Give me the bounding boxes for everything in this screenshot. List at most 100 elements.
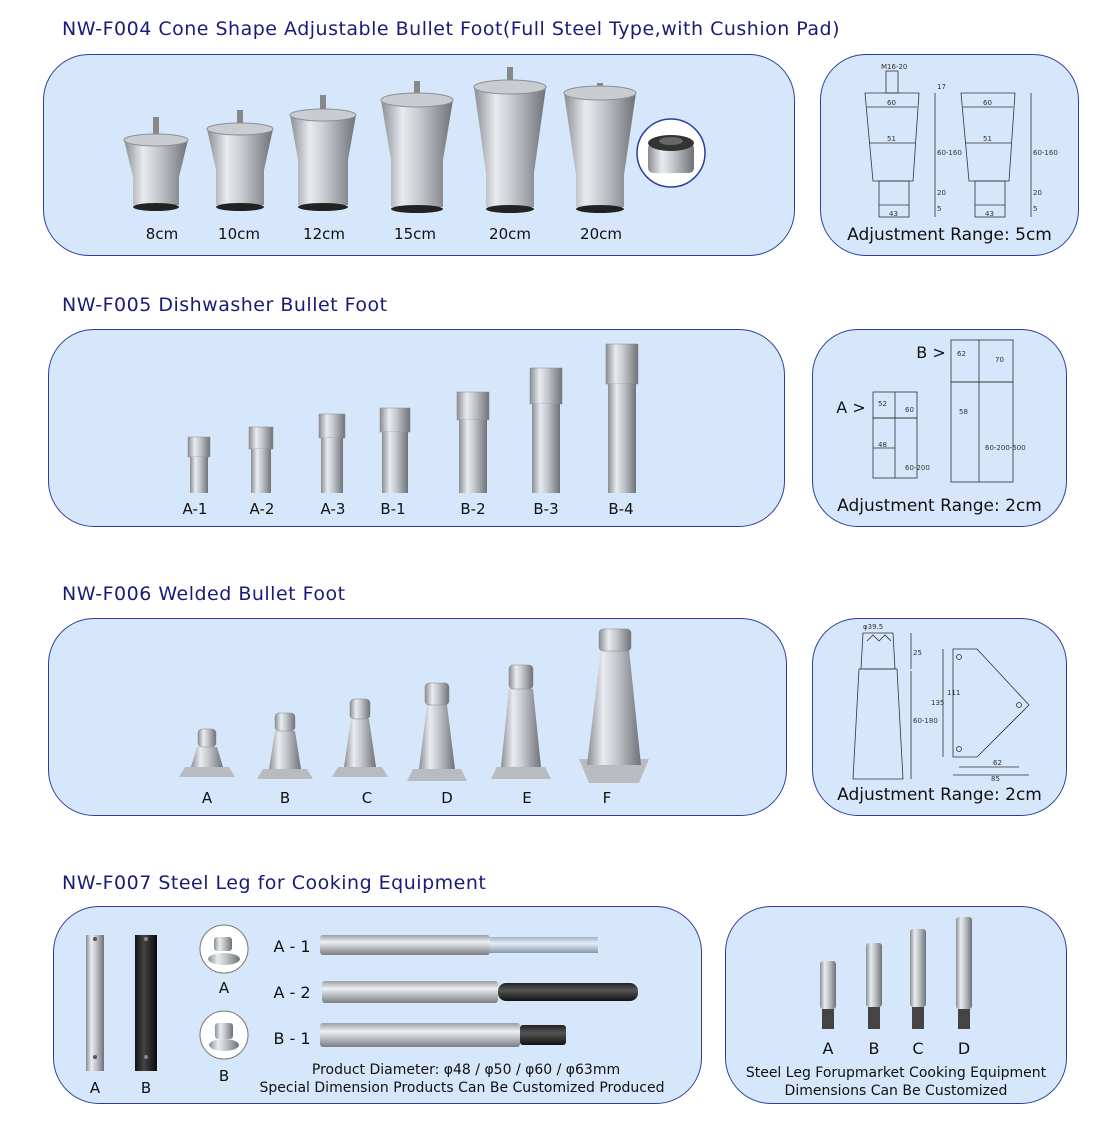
- product-diameter-note: Product Diameter: φ48 / φ50 / φ60 / φ63m…: [311, 1062, 621, 1078]
- dim: 20: [1033, 189, 1042, 197]
- adjustment-range-caption: Adjustment Range: 2cm: [837, 496, 1042, 516]
- f007-right-panel: A B C D Steel Leg Forupmarket Cooking Eq…: [725, 906, 1067, 1104]
- product-label: 10cm: [218, 225, 260, 243]
- head-label: A: [218, 979, 230, 997]
- welded-foot-f: [579, 628, 649, 783]
- dim: 17: [937, 83, 946, 91]
- f006-drawing-panel: φ39.5 25 60-180 135 111 62 85 Adjustment…: [812, 618, 1067, 816]
- product-label: A-2: [249, 500, 275, 518]
- foot-a-2: [248, 426, 274, 493]
- dim: 58: [959, 408, 968, 416]
- product-code: NW-F004: [62, 18, 152, 40]
- section-title-f007: NW-F007 Steel Leg for Cooking Equipment: [62, 872, 486, 894]
- dim: 60-200: [905, 464, 930, 472]
- welded-foot-d: [407, 682, 467, 781]
- product-code: NW-F005: [62, 294, 152, 316]
- product-code: NW-F007: [62, 872, 152, 894]
- dim: 70: [995, 356, 1004, 364]
- head-label: B: [218, 1067, 230, 1085]
- product-label: B: [868, 1039, 880, 1058]
- cooking-leg-b: [866, 943, 882, 1029]
- f005-drawing-panel: 52 48 60 60-200 62 58 70 60-200-500 A > …: [812, 329, 1067, 527]
- cone-12cm: [289, 95, 357, 211]
- leg-a-2: [322, 981, 638, 1003]
- welded-foot-a: [179, 728, 235, 777]
- cone-10cm: [206, 110, 274, 211]
- product-label: 12cm: [303, 225, 345, 243]
- dim: 135: [931, 699, 944, 707]
- cooking-leg-a: [820, 961, 836, 1029]
- f004-products-panel: 8cm 10cm 12cm 15cm 20cm 20cm: [43, 54, 795, 256]
- product-label: D: [957, 1039, 971, 1058]
- foot-a-1: [187, 436, 211, 493]
- f007-legs-image: [820, 917, 972, 1029]
- dim: 43: [985, 210, 994, 218]
- section-title-f006: NW-F006 Welded Bullet Foot: [62, 583, 346, 605]
- cooking-leg-c: [910, 929, 926, 1029]
- dim: 85: [991, 775, 1000, 783]
- dim: 52: [878, 400, 887, 408]
- dim: 25: [913, 649, 922, 657]
- f007-products-image: [86, 924, 638, 1071]
- leg-b-1: [320, 1023, 566, 1047]
- cushion-pad-detail: [636, 118, 706, 188]
- welded-foot-b: [257, 712, 313, 779]
- cone-8cm: [123, 117, 189, 211]
- head-b: [199, 1010, 249, 1060]
- cone-20cm-b: [563, 83, 637, 213]
- product-label: B-2: [460, 500, 486, 518]
- foot-b-3: [529, 367, 563, 493]
- dim: 111: [947, 689, 960, 697]
- cooking-leg-d: [956, 917, 972, 1029]
- product-label: E: [522, 789, 532, 807]
- product-title: Welded Bullet Foot: [158, 583, 346, 605]
- product-label: C: [361, 789, 373, 807]
- foot-a-3: [318, 413, 346, 493]
- foot-b-2: [456, 391, 490, 493]
- tube-a: [86, 935, 104, 1071]
- adjustment-range-caption: Adjustment Range: 5cm: [847, 225, 1052, 245]
- f007-products-panel: A B A B A - 1 A - 2 B - 1 Product Diamet…: [53, 906, 702, 1104]
- dim: 60: [887, 99, 896, 107]
- adjustment-range-caption: Adjustment Range: 2cm: [837, 785, 1042, 805]
- f005-products-panel: A-1 A-2 A-3 B-1 B-2 B-3 B-4: [48, 329, 785, 527]
- product-label: B: [279, 789, 291, 807]
- dim: 20: [937, 189, 946, 197]
- leg-a-1: [320, 935, 598, 955]
- cone-20cm-a: [473, 67, 547, 213]
- dim: 48: [878, 441, 887, 449]
- dim: 51: [983, 135, 992, 143]
- product-label: 15cm: [394, 225, 436, 243]
- foot-b-1: [379, 407, 411, 493]
- foot-b-4: [605, 343, 639, 493]
- dim: 60-180: [913, 717, 938, 725]
- dim: 60-160: [937, 149, 962, 157]
- dim: 60: [983, 99, 992, 107]
- f005-products-image: [187, 343, 639, 493]
- product-label: B-3: [533, 500, 559, 518]
- section-title-f004: NW-F004 Cone Shape Adjustable Bullet Foo…: [62, 18, 840, 40]
- product-label: C: [912, 1039, 924, 1058]
- welded-foot-c: [332, 698, 388, 777]
- leg-label: A - 1: [273, 937, 311, 956]
- f005-technical-drawing: 52 48 60 60-200 62 58 70 60-200-500: [872, 339, 1026, 483]
- dim: 43: [889, 210, 898, 218]
- dim: 60-160: [1033, 149, 1058, 157]
- dim: 5: [937, 205, 941, 213]
- dim: 60: [905, 406, 914, 414]
- product-label: A-1: [182, 500, 208, 518]
- welded-foot-e: [491, 664, 551, 779]
- section-title-f005: NW-F005 Dishwasher Bullet Foot: [62, 294, 388, 316]
- dim: 62: [993, 759, 1002, 767]
- right-caption-line2: Dimensions Can Be Customized: [784, 1083, 1008, 1099]
- leg-label: A - 2: [273, 983, 311, 1002]
- dim: 62: [957, 350, 966, 358]
- right-caption-line1: Steel Leg Forupmarket Cooking Equipment: [745, 1065, 1047, 1081]
- tube-b: [135, 935, 157, 1071]
- product-label: F: [602, 789, 612, 807]
- f004-drawing-panel: M16-20 60 51 43 60 51 43 17 60-160 20 5 …: [820, 54, 1079, 256]
- product-code: NW-F006: [62, 583, 152, 605]
- product-title: Cone Shape Adjustable Bullet Foot(Full S…: [158, 18, 841, 40]
- product-label: 20cm: [489, 225, 531, 243]
- product-label: A: [201, 789, 213, 807]
